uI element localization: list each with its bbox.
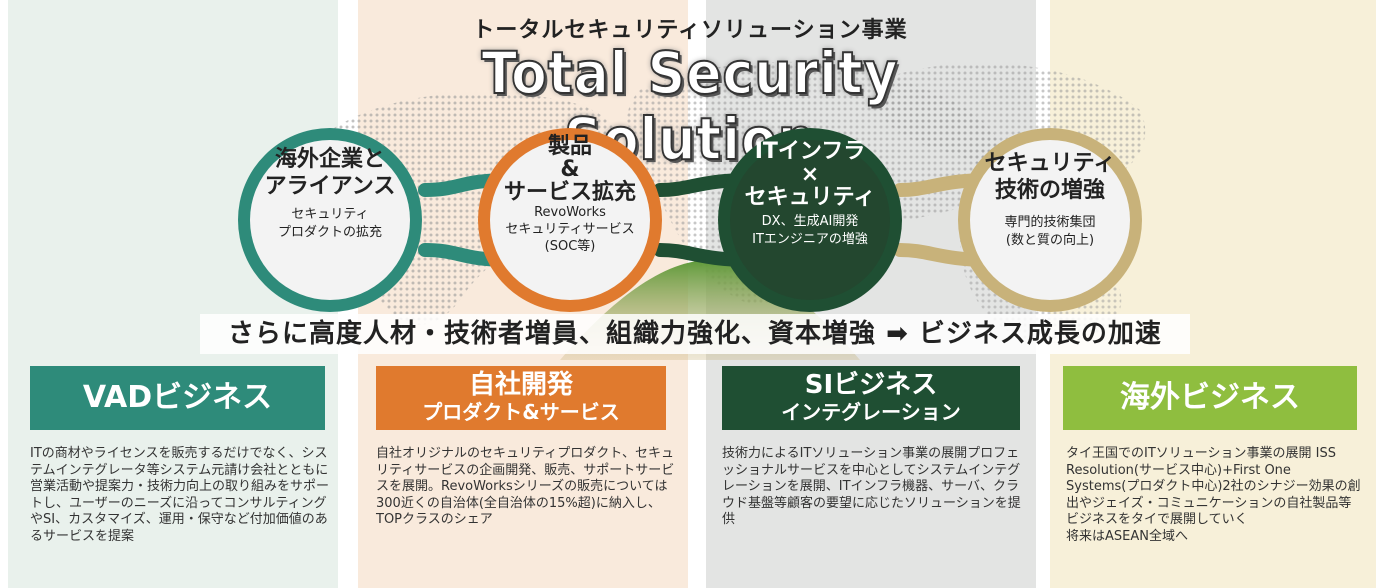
business-desc-si: 技術力によるITソリューション事業の展開プロフェッショナルサービスを中心としてシ…: [722, 446, 1021, 527]
circle-alliance: [238, 128, 422, 312]
circle-engineering-sub: 専門的技術集団 (数と質の向上): [1004, 215, 1096, 248]
circle-products-heading: 製品 & サービス拡充: [503, 134, 636, 205]
circle-infra-sub: DX、生成AI開発 ITエンジニアの増強: [752, 214, 868, 247]
circle-infra-heading: ITインフラ × セキュリティ: [744, 139, 876, 210]
circle-products-sub: RevoWorks セキュリティサービス (SOC等): [505, 205, 635, 254]
business-desc-product: 自社オリジナルのセキュリティプロダクト、セキュリティサービスの企画開発、販売、サ…: [376, 446, 675, 527]
business-desc-overseas: タイ王国でのITソリューション事業の展開 ISS Resolution(サービス…: [1066, 446, 1361, 544]
business-subtitle-product: プロダクト&サービス: [422, 400, 620, 424]
business-subtitle-si: インテグレーション: [781, 400, 961, 424]
circle-alliance-text: 海外企業と アライアンス セキュリティ プロダクトの拡充: [250, 146, 410, 242]
business-box-product: 自社開発 プロダクト&サービス: [376, 366, 666, 430]
circle-infra: [718, 128, 902, 312]
circle-products: [478, 128, 662, 312]
business-box-vad: VADビジネス: [30, 366, 325, 430]
circle-alliance-heading: 海外企業と アライアンス: [264, 147, 396, 199]
business-box-overseas: 海外ビジネス: [1063, 366, 1357, 430]
growth-banner: さらに高度人材・技術者増員、組織力強化、資本増強 ➡ ビジネス成長の加速: [200, 314, 1190, 354]
four-circles-diagram: [238, 128, 1142, 312]
business-title-product: 自社開発: [468, 370, 573, 400]
circle-engineering: [958, 128, 1142, 312]
business-title-overseas: 海外ビジネス: [1120, 380, 1300, 415]
circle-infra-text: ITインフラ × セキュリティ DX、生成AI開発 ITエンジニアの増強: [730, 140, 890, 249]
business-box-si: SIビジネス インテグレーション: [722, 366, 1020, 430]
business-title-si: SIビジネス: [804, 370, 938, 400]
circle-engineering-text: セキュリティ 技術の増強 専門的技術集団 (数と質の向上): [970, 150, 1130, 250]
business-title-vad: VADビジネス: [82, 380, 273, 415]
circle-engineering-heading: セキュリティ 技術の増強: [984, 151, 1116, 203]
circle-products-text: 製品 & サービス拡充 RevoWorks セキュリティサービス (SOC等): [490, 135, 650, 255]
circle-alliance-sub: セキュリティ プロダクトの拡充: [277, 207, 382, 240]
title-japanese: トータルセキュリティソリューション事業: [472, 18, 908, 43]
business-desc-vad: ITの商材やライセンスを販売するだけでなく、システムインテグレータ等システム元請…: [30, 446, 330, 544]
